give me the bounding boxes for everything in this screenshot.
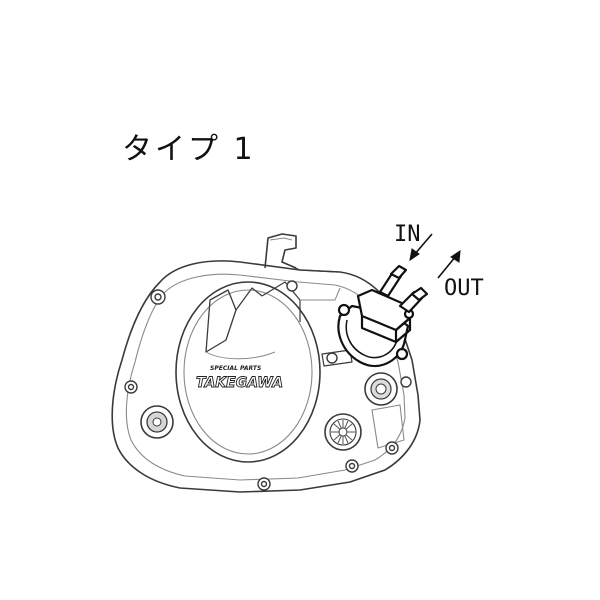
bolt — [257, 477, 271, 491]
shaft-boss — [364, 372, 398, 406]
bolt — [345, 459, 359, 473]
oil-pump — [337, 264, 429, 368]
brand-line1: SPECIAL PARTS — [210, 365, 261, 372]
drain-plug — [140, 405, 174, 439]
out-arrow-icon — [437, 250, 461, 279]
brand-line2: TAKEGAWA — [196, 375, 283, 391]
page-title: タイプ 1 — [122, 132, 256, 167]
bolt — [385, 441, 399, 455]
bolt — [286, 280, 298, 292]
bolt — [150, 289, 166, 305]
bolt — [326, 352, 338, 364]
in-arrow-icon — [409, 233, 433, 262]
bolt — [400, 376, 412, 388]
out-label: OUT — [444, 276, 484, 301]
cover-bolts — [124, 280, 412, 491]
inspection-cap — [324, 413, 362, 451]
in-label: IN — [394, 222, 421, 247]
bolt — [124, 380, 138, 394]
brand-logo: SPECIAL PARTS TAKEGAWA — [196, 365, 284, 391]
engine-cover — [111, 233, 421, 493]
